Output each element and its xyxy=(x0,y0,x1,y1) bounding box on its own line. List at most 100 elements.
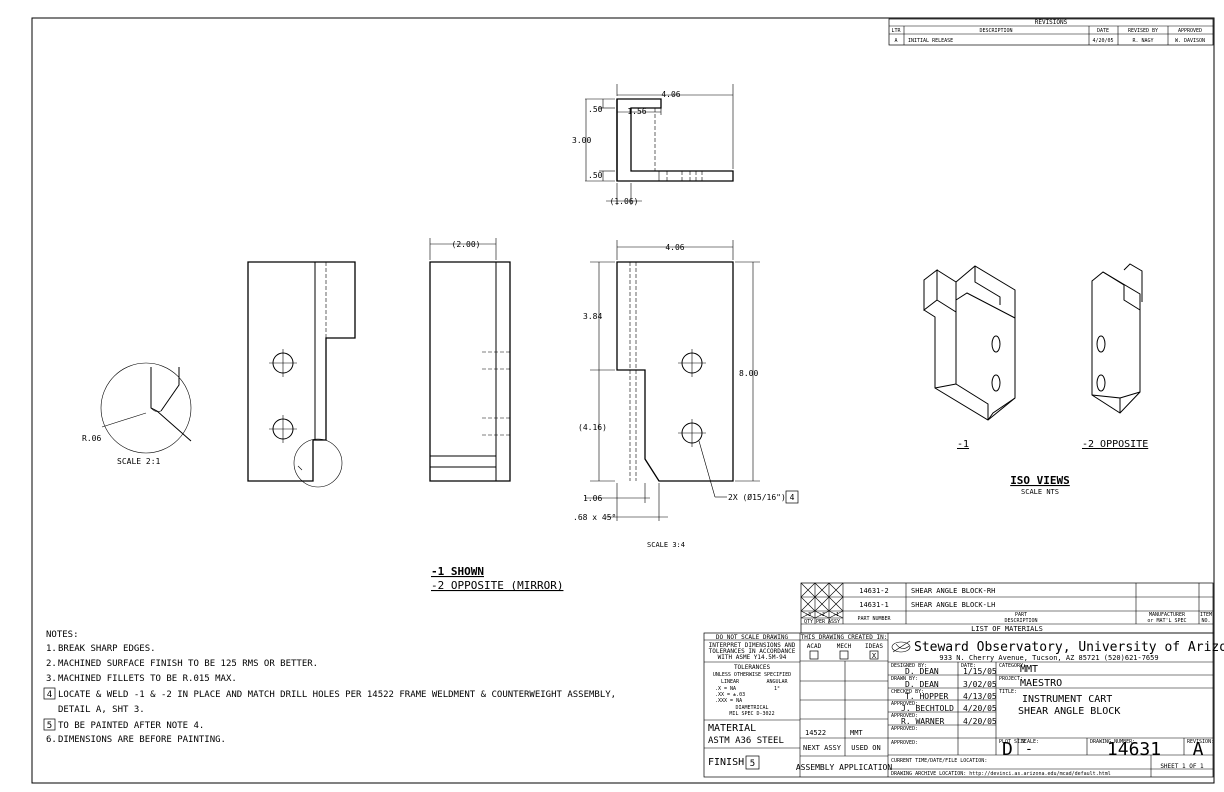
front-view: 4.06 3.84 (4.16) 8.00 1.06 .68 x 45° 2X … xyxy=(573,240,799,522)
bom-item-label-2: NO. xyxy=(1201,618,1210,624)
tb-project: MAESTRO xyxy=(1020,678,1062,689)
tb-approved-1-label: APPROVED: xyxy=(891,701,918,707)
note-1-text: BREAK SHARP EDGES. xyxy=(58,644,156,654)
tb-interpret-3: WITH ASME Y14.5M-94 xyxy=(718,654,787,661)
bom-row-2-desc: SHEAR ANGLE BLOCK-LH xyxy=(911,601,995,609)
top-dim-height: 3.00 xyxy=(572,136,591,145)
bom-qty-3: -3 xyxy=(805,612,811,618)
rev-row-date: 4/20/05 xyxy=(1092,38,1113,44)
note-3-text: MACHINED FILLETS TO BE R.015 MAX. xyxy=(58,674,237,684)
note-3-num: 3. xyxy=(46,674,57,684)
tb-checked-by: T. HOPPER xyxy=(905,692,949,701)
tb-date-label: DATE: xyxy=(961,663,976,669)
tb-dimetrical: DIAMETRICAL xyxy=(735,705,768,711)
tb-interpret-1: INTERPRET DIMENSIONS AND xyxy=(709,642,796,649)
tb-category-label: CATEGORY: xyxy=(999,663,1026,669)
tb-cad-acad: ACAD xyxy=(807,643,822,650)
bom-row-1-part: 14631-2 xyxy=(859,587,889,595)
tb-revision: A xyxy=(1193,739,1204,760)
revisions-title: REVISIONS xyxy=(1035,19,1068,26)
top-dim-top-flange: .50 xyxy=(588,105,603,114)
side-dim-width: (2.00) xyxy=(452,240,481,249)
note-1-num: 1. xyxy=(46,644,57,654)
iso-title: ISO VIEWS xyxy=(1010,474,1070,487)
tb-tol-1: .X = NA xyxy=(715,686,736,692)
tb-drawn-date: 3/02/05 xyxy=(963,680,997,689)
tb-cad-mech: MECH xyxy=(837,643,852,650)
tb-checked-by-label: CHECKED BY: xyxy=(891,689,924,695)
rev-header-approved: APPROVED xyxy=(1178,28,1202,34)
bom-part-label-2: DESCRIPTION xyxy=(1004,618,1037,624)
detail-radius: R.06 xyxy=(82,434,101,443)
shown-label: -1 SHOWN xyxy=(431,565,484,578)
tb-approved-1: J. BECHTOLD xyxy=(901,704,954,713)
tb-cad-mech-checkbox xyxy=(839,650,849,660)
notes-title: NOTES: xyxy=(46,630,79,640)
tb-used-on-value: MMT xyxy=(850,729,863,737)
tb-interpret-2: TOLERANCES IN ACCORDANCE xyxy=(709,648,796,655)
detail-view: R.06 SCALE 2:1 xyxy=(82,362,192,466)
tb-archive-label: DRAWING ARCHIVE LOCATION: http://devinci… xyxy=(891,771,1111,777)
top-dim-web: (1.06) xyxy=(610,197,639,206)
notes: NOTES: 1. BREAK SHARP EDGES. 2. MACHINED… xyxy=(43,630,616,745)
org-logo-mark xyxy=(892,640,911,653)
left-view xyxy=(247,261,356,488)
front-dim-upper: 3.84 xyxy=(583,312,602,321)
tb-tolerances: TOLERANCES xyxy=(734,664,771,671)
bom-table: 14631-2 SHEAR ANGLE BLOCK-RH 14631-1 SHE… xyxy=(800,582,1214,634)
tb-category: MMT xyxy=(1020,664,1038,675)
tb-scale-label: SCALE: xyxy=(1021,739,1039,745)
tb-approved-3-label: APPROVED: xyxy=(891,726,918,732)
tb-drawn-by: D. DEAN xyxy=(905,680,939,689)
tb-revision-label: REVISION: xyxy=(1187,739,1214,745)
top-view: 4.06 1.56 3.00 .50 .50 (1.06) xyxy=(572,84,734,206)
tb-drawn-by-label: DRAWN BY: xyxy=(891,676,918,682)
front-dim-width: 4.06 xyxy=(665,243,684,252)
front-hole-callout: 2X (Ø15/16") xyxy=(728,492,786,502)
rev-row-revised: R. NAGY xyxy=(1132,38,1153,44)
bom-part-label-1: PART xyxy=(1015,612,1027,618)
tb-org-name: Steward Observatory, University of Arizo… xyxy=(914,640,1224,655)
tb-designed-by: D. DEAN xyxy=(905,667,939,676)
tb-unless: UNLESS OTHERWISE SPECIFIED xyxy=(713,672,791,678)
tb-approved-2: R. WARNER xyxy=(901,717,945,726)
bom-qty-1: -1 xyxy=(833,612,839,618)
front-dim-chamfer: .68 x 45° xyxy=(573,513,616,522)
tb-current-label: CURRENT TIME/DATE/FILE LOCATION: xyxy=(891,758,987,764)
org-logo xyxy=(891,641,911,653)
bom-row-1-desc: SHEAR ANGLE BLOCK-RH xyxy=(911,587,995,595)
tb-tol-ang: 1° xyxy=(774,686,780,692)
tb-approved-1-date: 4/20/05 xyxy=(963,704,997,713)
tb-assembly-app: ASSEMBLY APPLICATION xyxy=(796,763,893,772)
tb-tol-2: .XX = ±.03 xyxy=(715,692,745,698)
tb-material: ASTM A36 STEEL xyxy=(708,736,784,746)
rev-header-date: DATE xyxy=(1097,28,1109,34)
tb-title-2: SHEAR ANGLE BLOCK xyxy=(1018,706,1120,717)
tb-drawing-number-label: DRAWING NUMBER: xyxy=(1090,739,1135,745)
opposite-label: -2 OPPOSITE (MIRROR) xyxy=(431,579,563,592)
rev-row-ltr: A xyxy=(894,38,897,44)
bom-qty-2: -2 xyxy=(819,612,825,618)
bom-row-2-part: 14631-1 xyxy=(859,601,889,609)
revisions-table: REVISIONS LTR DESCRIPTION DATE REVISED B… xyxy=(888,18,1214,46)
tb-plot-size-label: PLOT SIZE xyxy=(999,739,1026,745)
side-view: (2.00) xyxy=(429,238,511,482)
detail-scale: SCALE 2:1 xyxy=(117,457,161,466)
tb-designed-by-label: DESIGNED BY: xyxy=(891,663,927,669)
tb-next-assy: NEXT ASSY xyxy=(803,744,842,752)
tb-used-on: USED ON xyxy=(851,744,881,752)
tb-title-1: INSTRUMENT CART xyxy=(1022,694,1112,705)
tb-cad-acad-checkbox xyxy=(809,650,819,660)
tb-org-address: 933 N. Cherry Avenue, Tucson, AZ 85721 (… xyxy=(939,654,1158,662)
rev-row-approved: W. DAVISON xyxy=(1175,38,1205,44)
iso-label-2: -2 OPPOSITE xyxy=(1082,439,1148,450)
note-5-num: 5 xyxy=(47,721,52,731)
tb-designed-date: 1/15/05 xyxy=(963,667,997,676)
tb-cad-ideas-mark: X xyxy=(872,652,877,660)
iso-scale: SCALE NTS xyxy=(1021,488,1059,496)
tb-plot-size: D xyxy=(1002,739,1013,760)
rev-row-desc: INITIAL RELEASE xyxy=(908,38,953,44)
tb-drawing-number: 14631 xyxy=(1107,739,1161,760)
tb-checked-date: 4/13/05 xyxy=(963,692,997,701)
